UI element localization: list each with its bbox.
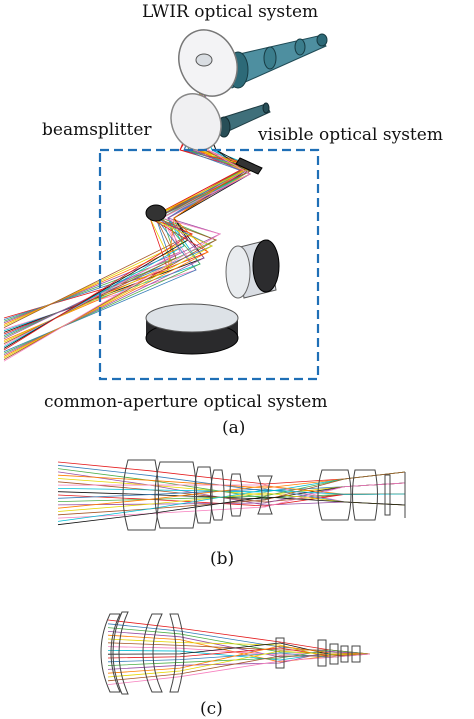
ray-c (107, 651, 371, 670)
primary-mirror (145, 303, 239, 355)
caption-b: (b) (210, 549, 235, 569)
ray-b (57, 489, 406, 522)
ray-c (107, 623, 371, 655)
label-beamsplitter: beamsplitter (42, 120, 152, 140)
lens-group-b (122, 459, 406, 531)
label-common-aperture-optical-system: common-aperture optical system (44, 392, 328, 412)
lwir-barrel (221, 33, 328, 89)
ray-bundle-panel-c (107, 619, 371, 685)
ray-c (107, 645, 371, 674)
caption-a: (a) (222, 418, 246, 438)
ray-c (107, 653, 371, 685)
beamsplitter-plate (170, 93, 222, 151)
left-fold-mirror (145, 204, 167, 222)
lwir-mirror-mount (195, 53, 213, 67)
small-fold-mirror (235, 157, 263, 175)
secondary-mirror-housing (225, 239, 280, 299)
label-visible-optical-system: visible optical system (258, 125, 443, 145)
ray-bundle-panel-b (57, 461, 406, 526)
ray-b (57, 471, 406, 516)
ray-c (107, 650, 371, 678)
ray-b (57, 496, 406, 526)
visible-barrel (214, 102, 271, 138)
ray-b (57, 482, 406, 519)
label-lwir-optical-system: LWIR optical system (142, 2, 319, 22)
ray-c (107, 649, 371, 666)
lens-group-c (100, 611, 361, 695)
caption-c: (c) (200, 699, 223, 719)
